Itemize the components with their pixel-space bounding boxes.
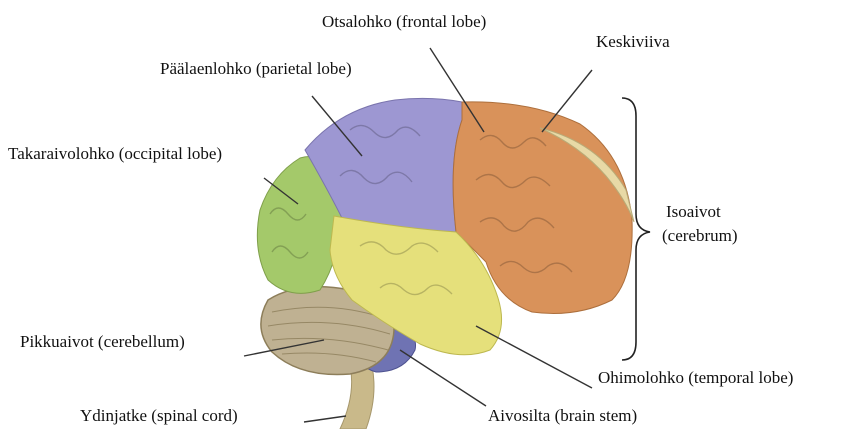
occipital-lobe-label: Takaraivolohko (occipital lobe) [8, 144, 222, 164]
cerebrum-label-sub: (cerebrum) [662, 226, 738, 246]
parietal-lobe-label: Päälaenlohko (parietal lobe) [160, 59, 352, 79]
temporal-lobe-label: Ohimolohko (temporal lobe) [598, 368, 793, 388]
brain-stem-label: Aivosilta (brain stem) [488, 406, 637, 426]
cerebrum-label: Isoaivot [666, 202, 721, 222]
cerebellum-label: Pikkuaivot (cerebellum) [20, 332, 185, 352]
temporal-leader [476, 326, 592, 388]
spinal-cord-label: Ydinjatke (spinal cord) [80, 406, 238, 426]
spinal-cord-leader [304, 416, 346, 422]
brain-stem-leader [400, 350, 486, 406]
frontal-lobe-label: Otsalohko (frontal lobe) [322, 12, 486, 32]
midline-label: Keskiviiva [596, 32, 670, 52]
